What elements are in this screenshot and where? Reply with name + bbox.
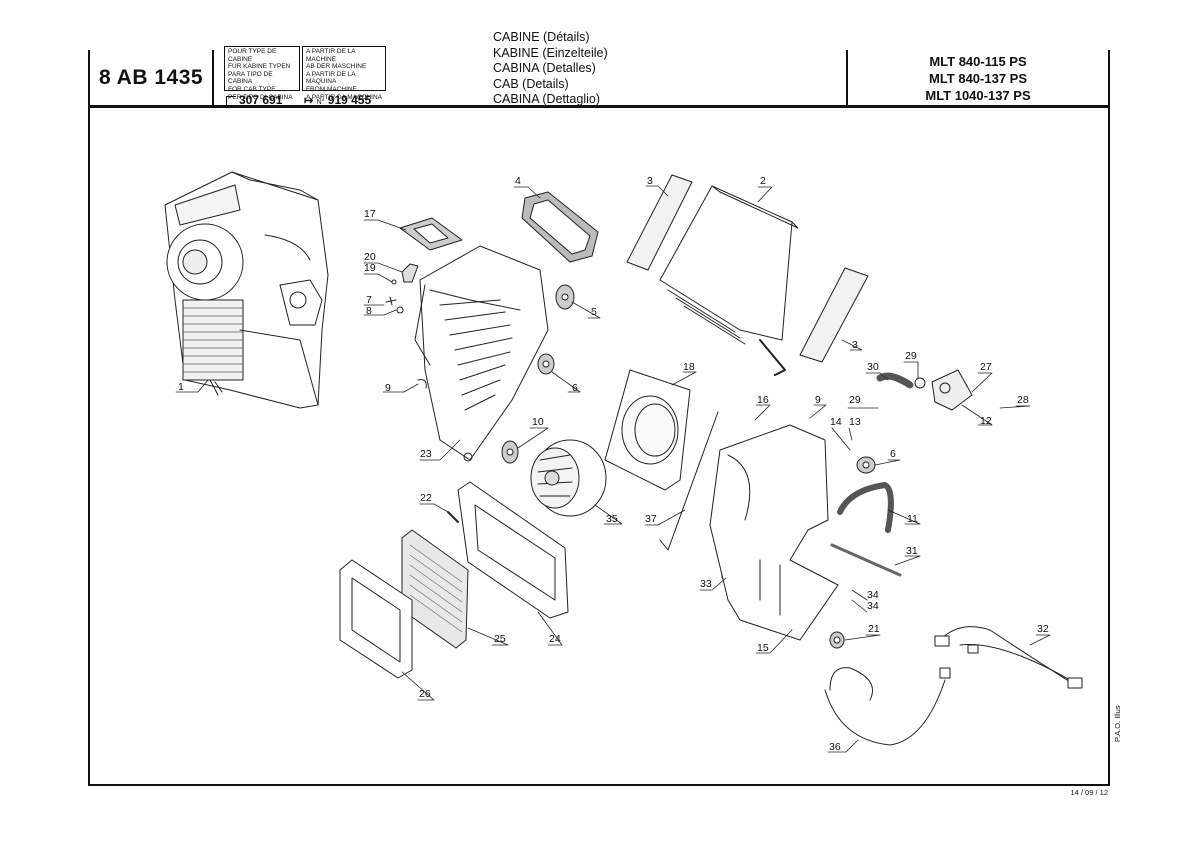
callout-14: 14	[830, 416, 842, 428]
machine-box: A PARTIR DE LA MACHINE AB DER MASCHINE A…	[302, 46, 386, 101]
callout-30: 30	[867, 361, 879, 373]
callout-21: 21	[868, 623, 880, 635]
machine-line: AB DER MASCHINE	[306, 63, 367, 71]
machine-code: ↦ N° 919 455	[304, 93, 371, 107]
callout-29b: 29	[905, 350, 917, 362]
callout-36: 36	[829, 741, 841, 753]
cab-type-code-value: 307 691	[239, 93, 283, 107]
callout-7: 7	[366, 294, 372, 306]
callout-4: 4	[515, 175, 521, 187]
blower-fan-part-35	[530, 439, 607, 517]
callout-18: 18	[683, 361, 695, 373]
cab-type-line: PARA TIPO DE CABINA	[228, 70, 273, 86]
callout-3b: 3	[852, 339, 858, 351]
title-block: CABINE (Détails) KABINE (Einzelteile) CA…	[493, 30, 608, 108]
valve-part-12	[914, 369, 973, 411]
machine-line: FROM MACHINE	[306, 85, 357, 93]
callout-24: 24	[549, 633, 561, 645]
callout-19: 19	[364, 262, 376, 274]
housing-part-23	[414, 245, 549, 462]
model-name: MLT 1040-137 PS	[925, 87, 1031, 103]
machine-code-value: 919 455	[327, 93, 372, 107]
callout-26: 26	[419, 688, 431, 700]
seal-frame-part-4	[521, 191, 599, 263]
callout-23: 23	[420, 448, 432, 460]
leader-lines	[175, 185, 1051, 753]
seal-strip-part-31	[830, 543, 902, 577]
callout-2: 2	[760, 175, 766, 187]
callout-17: 17	[364, 208, 376, 220]
callout-33: 33	[700, 578, 712, 590]
hose-part-30	[876, 372, 914, 389]
screw-part-22	[447, 511, 459, 523]
callout-28: 28	[1017, 394, 1029, 406]
callout-37: 37	[645, 513, 657, 525]
callout-16: 16	[757, 394, 769, 406]
callout-34: 34	[867, 589, 879, 601]
cab-type-line: POUR TYPE DE CABINE	[228, 48, 277, 63]
model-name: MLT 840-115 PS	[929, 53, 1027, 69]
callout-6: 6	[572, 382, 578, 394]
callout-10: 10	[532, 416, 544, 428]
header-rule	[88, 105, 1110, 108]
machine-code-prefix: N°	[316, 99, 325, 106]
machine-line: A PARTIR DE LA MACHINE	[306, 48, 356, 63]
callout-1: 1	[178, 381, 184, 393]
callout-11: 11	[907, 513, 918, 525]
title-fr: CABINE (Détails)	[493, 30, 590, 44]
cab-type-box: POUR TYPE DE CABINE FUR KABINE TYPEN PAR…	[224, 46, 300, 101]
callout-13: 13	[849, 416, 861, 428]
machine-line: A PARTIR DE LA MAQUINA	[306, 70, 356, 86]
callout-3: 3	[647, 175, 653, 187]
machine-line: A PARTIR DA MACCHINA	[306, 93, 382, 101]
rod-part-37	[659, 411, 719, 551]
title-es: CABINA (Detalles)	[493, 61, 596, 75]
callout-27: 27	[980, 361, 992, 373]
callout-32: 32	[1037, 623, 1049, 635]
drawing-frame	[88, 50, 1110, 786]
vertical-note: P.A.O. Illus	[1113, 705, 1122, 742]
callout-9: 9	[385, 382, 391, 394]
callout-6b: 6	[890, 448, 896, 460]
filter-frame-part-26	[339, 559, 413, 679]
callout-22: 22	[420, 492, 432, 504]
callout-9b: 9	[815, 394, 821, 406]
filter-frame-part-24	[457, 481, 569, 619]
title-it: CABINA (Dettaglio)	[493, 92, 600, 106]
callout-20: 20	[364, 251, 376, 263]
callout-12: 12	[980, 415, 992, 427]
cab-type-line: FOR CAB TYPE	[228, 85, 276, 93]
callout-8: 8	[366, 305, 372, 317]
foam-panel-part-3	[626, 174, 869, 363]
housing-part-15	[709, 424, 839, 641]
callout-15: 15	[757, 642, 769, 654]
callout-31: 31	[906, 545, 918, 557]
callout-29: 29	[849, 394, 861, 406]
gasket-part-17	[399, 217, 463, 251]
callout-34b: 34	[867, 600, 879, 612]
callout-35: 35	[606, 513, 618, 525]
heater-assembly-part	[164, 171, 329, 409]
heater-core-part-2	[659, 185, 799, 376]
title-en: CAB (Details)	[493, 76, 569, 91]
print-date: 14 / 09 / 12	[1070, 788, 1108, 797]
small-clips	[385, 263, 427, 389]
arrow-icon: ↦	[304, 95, 314, 107]
hose-part-11	[837, 482, 894, 533]
cab-type-line: FUR KABINE TYPEN	[228, 63, 291, 71]
wiring-harness-parts	[824, 626, 1083, 746]
cab-type-line: PER TIPO DI CABINA	[228, 93, 293, 101]
callout-5: 5	[591, 306, 597, 318]
title-de: KABINE (Einzelteile)	[493, 45, 608, 60]
duct-part-18	[604, 369, 691, 491]
callout-25: 25	[494, 633, 506, 645]
model-name: MLT 840-137 PS	[928, 70, 1028, 86]
